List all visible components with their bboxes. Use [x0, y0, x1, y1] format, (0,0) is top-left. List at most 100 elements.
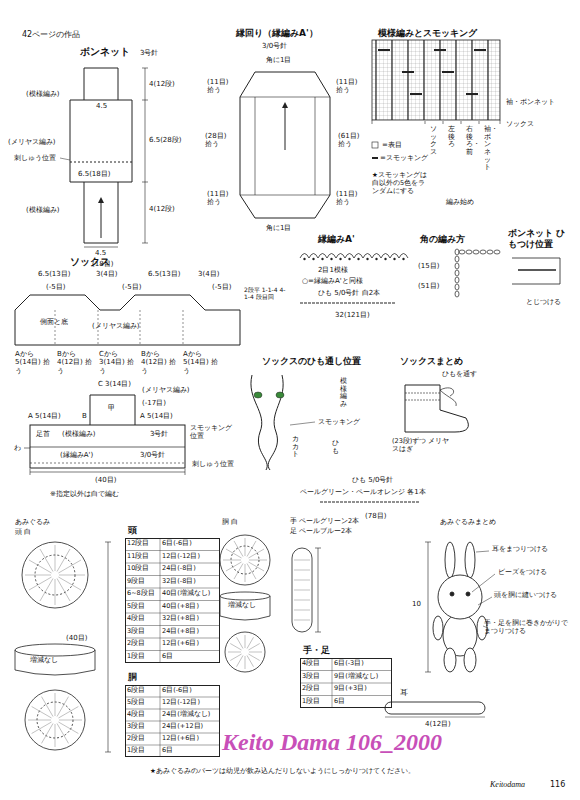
label: 6.5(18目)	[78, 170, 111, 178]
stitch-spoke	[32, 722, 52, 734]
bonnet-outline	[70, 68, 132, 243]
stitch-spoke	[57, 549, 70, 572]
label: 3(4目)	[198, 270, 219, 278]
rabbit-head	[438, 575, 482, 619]
label: Aから 5(14目) 拾う	[183, 350, 219, 375]
stitch-spoke	[230, 654, 241, 661]
label: 24目(増減なし)	[162, 711, 210, 719]
label: ソックス	[430, 126, 437, 157]
label: Bから 4(12目) 拾う	[57, 350, 93, 375]
table-rule	[125, 745, 220, 746]
stitch-spoke	[245, 538, 246, 556]
cord	[300, 302, 395, 303]
dimension-line	[315, 548, 321, 632]
dimension-line	[105, 542, 111, 752]
label: 5段目	[127, 699, 145, 707]
label: A 5(14目)	[140, 412, 173, 420]
label: ★スモッキングは白以外の5色をランダムにする	[372, 172, 428, 195]
label: (メリヤス編み)	[8, 138, 55, 146]
bead-eye	[466, 592, 470, 596]
purl-column	[375, 40, 376, 120]
smocking-band	[405, 393, 440, 400]
label: 10段目	[127, 565, 149, 573]
label: 増減なし	[30, 656, 58, 664]
label: 2段目	[127, 735, 145, 743]
chain-stitch	[455, 284, 459, 290]
crochet-loop	[300, 254, 309, 259]
stitch-spoke	[42, 723, 54, 743]
label: 24目(+8目)	[162, 628, 199, 636]
sock-outline	[405, 385, 468, 432]
picot-dot	[384, 258, 386, 260]
label: (-5目)	[212, 283, 231, 291]
table-rule	[160, 685, 161, 757]
table-rule	[125, 733, 220, 734]
label: ソックスまとめ	[400, 356, 463, 367]
label: ★あみぐるみのパーツは幼児が飲み込んだりしないようにしっかりつけてください。	[150, 768, 415, 776]
label: あみぐるみ	[15, 518, 50, 526]
label: (模様編み)	[62, 430, 95, 438]
crochet-loop	[381, 254, 390, 259]
sock-top	[15, 295, 240, 345]
embroidery-line	[70, 162, 132, 163]
chain-stitch	[473, 250, 479, 254]
rabbit-ear	[445, 542, 455, 578]
label: (11目) 拾う	[336, 78, 366, 95]
label: 甲	[108, 404, 115, 412]
label: 3/0号針	[262, 42, 287, 50]
bonnet-divider	[84, 100, 118, 182]
tie-outline	[512, 258, 560, 284]
count-table: 頭	[125, 538, 220, 663]
dimension-line	[142, 68, 148, 243]
stitch-spoke	[55, 579, 56, 605]
purl-column	[455, 40, 456, 120]
stitch-spoke	[28, 720, 51, 721]
rabbit-leg	[444, 648, 456, 672]
label: ソックス	[70, 256, 110, 268]
rabbit-illustration	[425, 542, 495, 672]
label: ※指定以外は白で編む	[50, 490, 119, 498]
smocking-mark	[466, 93, 478, 95]
stitch-ring	[294, 580, 310, 581]
crochet-circle	[25, 690, 85, 750]
label: 2段目	[127, 640, 145, 648]
label: (模様編み)	[26, 206, 59, 214]
edging-inner	[240, 97, 330, 195]
legend-text: =スモッキング	[380, 154, 428, 162]
stitch-spoke	[40, 549, 53, 572]
label: 角に1目	[266, 224, 291, 232]
label: 3/0号針	[140, 451, 165, 459]
chain-stitch	[455, 277, 459, 283]
label: 9目(増減なし)	[334, 673, 378, 681]
label: 3号針	[140, 49, 158, 57]
picot-dot	[321, 258, 323, 260]
label: (11目) 拾う	[207, 78, 237, 95]
label: (61目) 拾う	[338, 132, 368, 149]
table-rule	[125, 721, 220, 722]
table-rule	[125, 697, 220, 698]
crochet-circle	[220, 535, 270, 585]
label: 9目(+3目)	[334, 685, 367, 693]
crochet-loop	[354, 254, 363, 259]
tie-cord	[518, 269, 556, 270]
label: (78目)	[365, 512, 386, 520]
table-rule	[125, 625, 220, 626]
stitch-ring	[294, 590, 310, 591]
label: 12目(-12目)	[162, 553, 200, 561]
label: 3段目	[127, 723, 145, 731]
leader-line	[24, 448, 30, 449]
label: 1段目	[127, 653, 145, 661]
stitch-spoke	[58, 577, 81, 590]
direction-arrow	[285, 105, 286, 150]
purl-column	[391, 40, 392, 120]
crochet-loop	[336, 254, 345, 259]
purl-column	[487, 40, 488, 120]
picot-dot	[357, 258, 359, 260]
smocking-mark	[434, 49, 446, 51]
label: 増減なし	[228, 601, 256, 609]
stitch-spoke	[57, 578, 70, 601]
stitch-spoke	[247, 563, 256, 579]
stitch-spoke	[29, 577, 52, 590]
cylinder	[15, 650, 95, 675]
purl-column	[407, 40, 408, 120]
